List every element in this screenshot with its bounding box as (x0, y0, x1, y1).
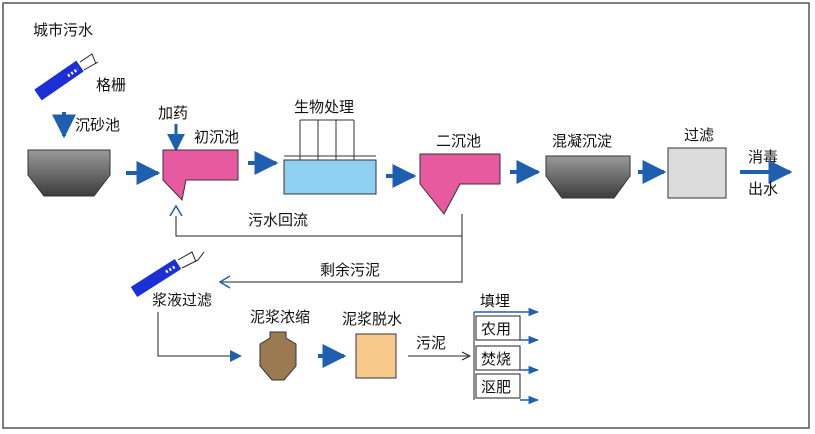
return-arrowhead (169, 204, 183, 217)
sludge-dewatering-label: 泥浆脱水 (342, 310, 402, 328)
compost-box (475, 373, 521, 399)
screen-label: 格栅 (96, 76, 126, 94)
excess-sludge-arrowhead (218, 275, 231, 289)
slurry-pipe (130, 251, 205, 298)
bio-treatment-label: 生物处理 (294, 98, 354, 116)
bio-treatment-tank (283, 119, 377, 195)
slurry-filter-label: 浆液过滤 (152, 291, 212, 309)
thickener-tank (259, 331, 297, 381)
sludge-thickening-label: 泥浆浓缩 (250, 308, 310, 326)
slurry-arrowhead (230, 350, 242, 362)
coagulation-label: 混凝沉淀 (552, 132, 612, 150)
agriculture-label: 农用 (481, 320, 511, 338)
landfill-label: 填埋 (480, 292, 510, 310)
grit-chamber-label: 沉砂池 (75, 116, 120, 134)
agriculture-box (475, 315, 521, 341)
primary-clarifier-tank (162, 149, 239, 202)
coagulation-tank (545, 155, 631, 199)
compost-label: 沤肥 (481, 378, 511, 396)
sludge-arrowhead (461, 351, 472, 361)
incineration-box (475, 345, 521, 371)
filtration-label: 过滤 (684, 126, 714, 144)
dosing-label: 加药 (158, 104, 188, 122)
primary-clarifier-label: 初沉池 (194, 128, 239, 146)
incineration-label: 焚烧 (481, 350, 511, 368)
disinfection-label: 消毒 (748, 148, 778, 166)
outlet-label: 出水 (748, 180, 778, 198)
filter-box (667, 147, 727, 199)
secondary-clarifier-label: 二沉池 (436, 132, 481, 150)
excess-sludge-line (222, 236, 463, 283)
secondary-clarifier-tank (419, 153, 501, 215)
slurry-line (157, 312, 236, 357)
sewage-source-label: 城市污水 (33, 21, 93, 39)
dewatering-box (355, 333, 397, 379)
sewage-return-line (175, 212, 463, 237)
sewage-return-label: 污水回流 (248, 211, 308, 229)
diagram-border (2, 2, 810, 429)
screen-pipe (34, 53, 99, 101)
excess-sludge-label: 剩余污泥 (320, 261, 380, 279)
grit-chamber-tank (27, 149, 111, 197)
sludge-label: 污泥 (416, 334, 446, 352)
